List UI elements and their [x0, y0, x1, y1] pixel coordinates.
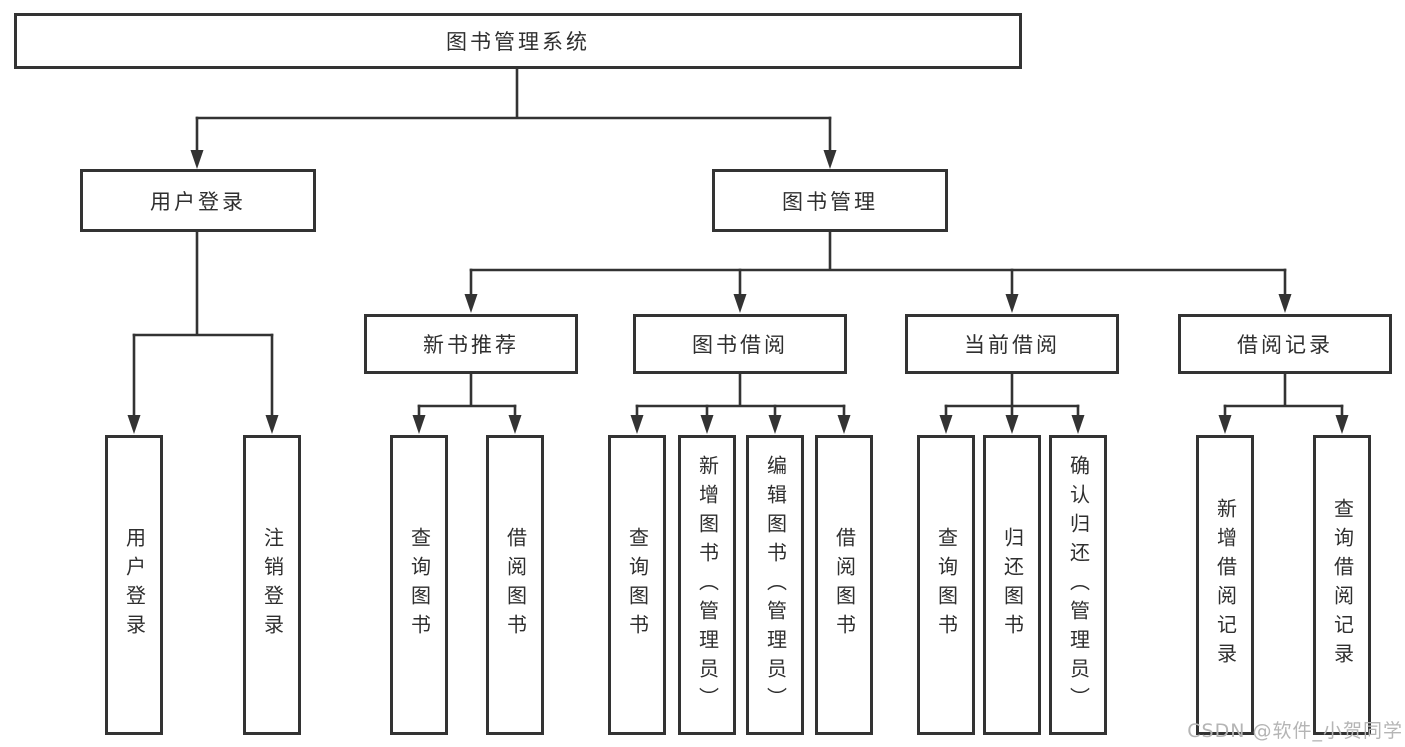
leaf-logout: 注销登录 — [243, 435, 301, 735]
leaf-edit-books-admin: 编辑图书（管理员） — [746, 435, 804, 735]
node-label: 新增图书（管理员） — [695, 454, 720, 716]
watermark: CSDN @软件_小贺同学 — [1187, 720, 1403, 742]
leaf-add-books-admin: 新增图书（管理员） — [678, 435, 736, 735]
node-label: 归还图书 — [1000, 527, 1025, 643]
connector-root-to-level2 — [190, 69, 837, 169]
node-book-borrow: 图书借阅 — [633, 314, 847, 374]
node-label: 注销登录 — [260, 527, 285, 643]
connector-bookmgmt-to-level3 — [464, 231, 1292, 313]
node-label: 查询借阅记录 — [1330, 498, 1355, 672]
leaf-query-books-current: 查询图书 — [917, 435, 975, 735]
node-user-login: 用户登录 — [80, 169, 316, 232]
node-book-management: 图书管理 — [712, 169, 948, 232]
leaf-query-books-recommend: 查询图书 — [390, 435, 448, 735]
connector-records-to-leaves — [1218, 373, 1349, 434]
leaf-confirm-return-admin: 确认归还（管理员） — [1049, 435, 1107, 735]
node-current-borrow: 当前借阅 — [905, 314, 1119, 374]
node-label: 借阅图书 — [503, 527, 528, 643]
connector-recommend-to-leaves — [412, 373, 522, 434]
node-label: 借阅图书 — [832, 527, 857, 643]
connector-current-to-leaves — [939, 373, 1085, 434]
node-library-system: 图书管理系统 — [14, 13, 1022, 69]
leaf-borrow-books-recommend: 借阅图书 — [486, 435, 544, 735]
leaf-user-login: 用户登录 — [105, 435, 163, 735]
node-label: 用户登录 — [122, 527, 147, 643]
node-label: 确认归还（管理员） — [1066, 454, 1091, 716]
leaf-borrow-books: 借阅图书 — [815, 435, 873, 735]
leaf-query-borrow-record: 查询借阅记录 — [1313, 435, 1371, 735]
leaf-query-books-borrow: 查询图书 — [608, 435, 666, 735]
node-label: 编辑图书（管理员） — [763, 454, 788, 716]
connector-borrow-to-leaves — [630, 373, 851, 434]
node-borrow-records: 借阅记录 — [1178, 314, 1392, 374]
node-label: 查询图书 — [934, 527, 959, 643]
node-label: 查询图书 — [407, 527, 432, 643]
connector-userlogin-to-leaves — [127, 231, 279, 434]
node-label: 查询图书 — [625, 527, 650, 643]
leaf-add-borrow-record: 新增借阅记录 — [1196, 435, 1254, 735]
leaf-return-books: 归还图书 — [983, 435, 1041, 735]
node-label: 新增借阅记录 — [1213, 498, 1238, 672]
node-new-book-recommend: 新书推荐 — [364, 314, 578, 374]
